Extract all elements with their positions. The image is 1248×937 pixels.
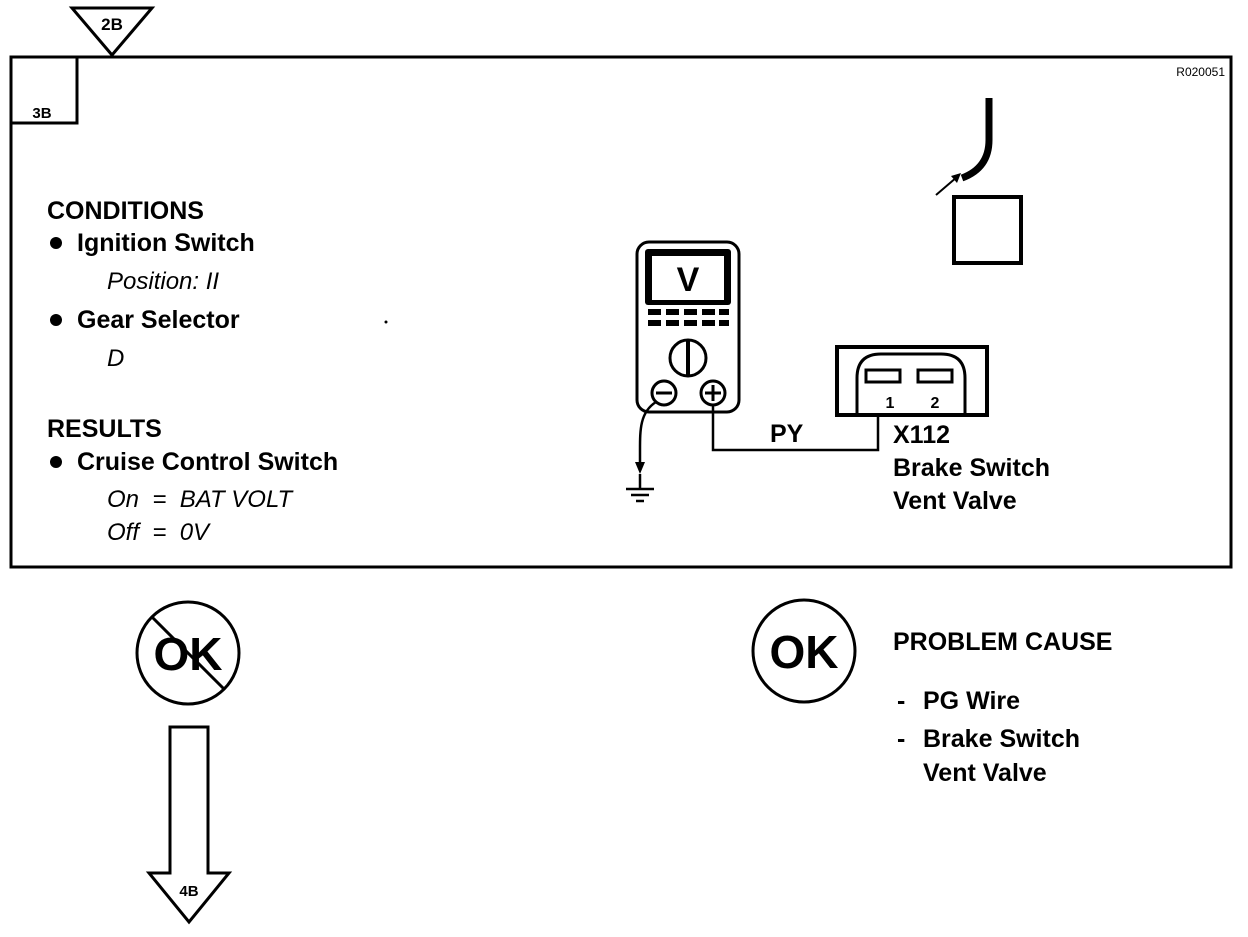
dash-icon: - <box>897 687 905 715</box>
location-arrow-icon <box>951 173 961 183</box>
meter-display <box>652 256 724 300</box>
connector-pin-slot <box>916 368 954 384</box>
problem-cause-2-line-2: Vent Valve <box>923 759 1047 787</box>
ok-label: OK <box>770 626 839 678</box>
bullet-icon <box>50 456 62 468</box>
stray-dot <box>384 320 388 324</box>
conditions-heading: CONDITIONS <box>47 197 204 225</box>
multimeter: V <box>635 240 741 414</box>
connector-id: X112 <box>893 421 950 449</box>
current-step-tab: 3B <box>11 57 79 125</box>
dash-icon: - <box>897 725 905 753</box>
negative-lead <box>638 400 657 470</box>
problem-cause-heading: PROBLEM CAUSE <box>893 628 1112 656</box>
meter-mode: V <box>677 261 700 299</box>
results-heading: RESULTS <box>47 415 162 443</box>
wire-color-label: PY <box>770 420 804 448</box>
result-1-label: Cruise Control Switch <box>77 448 338 476</box>
ok-outcome[interactable]: OK <box>751 598 857 704</box>
bullet-icon <box>50 237 62 249</box>
pin-1-label: 1 <box>886 395 895 412</box>
figure-id: R020051 <box>1176 65 1225 79</box>
condition-1-detail: Position: II <box>107 268 219 295</box>
ground-icon <box>626 474 654 503</box>
condition-1-label: Ignition Switch <box>77 229 255 257</box>
current-step-label: 3B <box>32 105 51 122</box>
meter-buttons <box>648 309 729 326</box>
connector-x112: 1 2 <box>835 345 989 417</box>
step-frame <box>9 55 1233 569</box>
connector-name-line-2: Vent Valve <box>893 487 1017 515</box>
next-step-arrow[interactable]: 4B <box>145 725 233 925</box>
lead-arrow-icon <box>635 462 645 474</box>
result-1-line-1: On = BAT VOLT <box>107 486 295 513</box>
problem-cause-1: PG Wire <box>923 687 1020 715</box>
incoming-step-marker[interactable]: 2B <box>68 6 156 58</box>
next-step-label: 4B <box>179 883 198 900</box>
condition-2-label: Gear Selector <box>77 306 240 334</box>
bullet-icon <box>50 314 62 326</box>
result-1-line-2: Off = 0V <box>107 519 211 546</box>
incoming-step-label: 2B <box>101 15 123 34</box>
positive-probe-jack <box>699 379 727 407</box>
positive-lead <box>711 392 880 452</box>
meter-dial-icon <box>668 338 708 378</box>
negative-probe-jack <box>650 379 678 407</box>
condition-2-detail: D <box>107 345 124 372</box>
strike-line <box>150 615 226 691</box>
not-ok-outcome[interactable]: OK <box>135 600 241 706</box>
problem-cause-2-line-1: Brake Switch <box>923 725 1080 753</box>
connector-name-line-1: Brake Switch <box>893 454 1050 482</box>
pin-2-label: 2 <box>931 395 940 412</box>
location-illustration <box>935 98 1023 265</box>
connector-pin-slot <box>864 368 902 384</box>
